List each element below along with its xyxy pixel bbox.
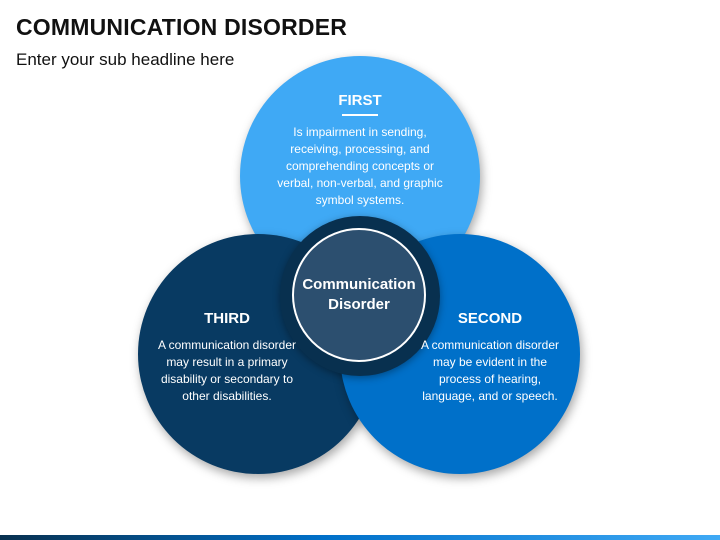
second-section: SECOND A communication disorder may be e…	[420, 310, 560, 405]
third-body: A communication disorder may result in a…	[157, 338, 297, 403]
first-body: Is impairment in sending, receiving, pro…	[277, 125, 443, 207]
first-section: FIRST Is impairment in sending, receivin…	[270, 92, 450, 209]
center-circle: Communication Disorder	[280, 216, 440, 376]
second-body: A communication disorder may be evident …	[420, 338, 560, 403]
center-label: Communication Disorder	[297, 275, 421, 315]
slide-title: COMMUNICATION DISORDER	[16, 14, 348, 40]
center-label-line1: Communication	[302, 276, 416, 293]
third-section: THIRD A communication disorder may resul…	[156, 310, 298, 405]
bottom-accent-bar	[0, 535, 720, 540]
first-underline	[342, 114, 378, 116]
slide-subtitle: Enter your sub headline here	[16, 50, 235, 69]
second-heading: SECOND	[457, 310, 523, 327]
first-heading: FIRST	[338, 92, 382, 109]
third-heading: THIRD	[204, 310, 250, 327]
center-label-line2: Disorder	[328, 296, 390, 313]
center-inner-circle: Communication Disorder	[292, 228, 426, 362]
